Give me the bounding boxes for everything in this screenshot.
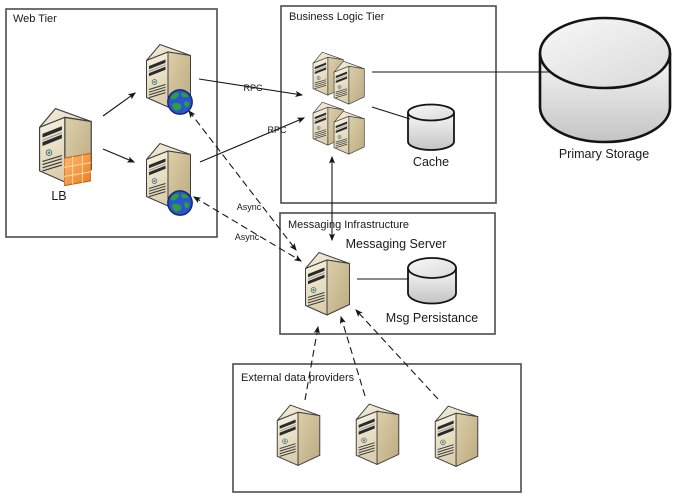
nodes [38,16,672,467]
edge-app-cache [371,106,411,120]
external-server-2-icon [355,403,400,465]
web-tier-title: Web Tier [13,13,57,25]
msg-persistance-icon [407,257,457,305]
web-server-2-node [145,142,193,216]
tier-boxes: Web Tier Business Logic Tier Messaging I… [5,5,522,493]
edge-ext1-messaging [304,325,320,401]
app-server-icon [333,60,365,105]
edge-ext2-messaging [339,315,366,397]
msg-persistance-label: Msg Persistance [386,311,478,325]
external-data-providers-title: External data providers [241,372,355,384]
rpc-label-1: RPC [243,83,263,93]
edge-web1-app-rpc [198,78,304,98]
edge-web2-messaging-async [193,196,302,262]
labels: LB Cache Primary Storage Messaging Serve… [51,83,649,325]
business-logic-tier-title: Business Logic Tier [289,11,385,23]
async-label-1: Async [237,202,262,212]
app-server-cluster-icon [312,51,365,155]
load-balancer-node [38,107,92,186]
lb-label: LB [51,189,66,203]
rpc-label-2: RPC [267,125,287,135]
business-logic-tier-box [280,5,497,204]
web-server-1-globe-icon [167,89,193,115]
cache-icon [407,103,455,151]
edge-ext3-messaging [355,309,439,400]
firewall-icon [64,153,91,186]
messaging-server-label: Messaging Server [346,237,447,251]
external-server-3-icon [434,405,479,467]
external-server-1-icon [276,404,321,466]
web-server-2-globe-icon [167,190,193,216]
messaging-infrastructure-title: Messaging Infrastructure [288,219,409,231]
async-label-2: Async [235,232,260,242]
edges [102,71,549,401]
messaging-infrastructure-box [279,212,496,335]
messaging-server-icon [304,251,351,316]
cache-label: Cache [413,155,449,169]
primary-storage-icon [538,16,672,144]
app-server-icon [333,110,365,155]
primary-storage-label: Primary Storage [559,147,649,161]
edge-web2-app-rpc [199,117,306,163]
edge-lb-web1 [102,92,136,117]
external-data-providers-box [232,363,522,493]
web-server-1-node [145,43,193,115]
edge-lb-web2 [102,148,136,163]
